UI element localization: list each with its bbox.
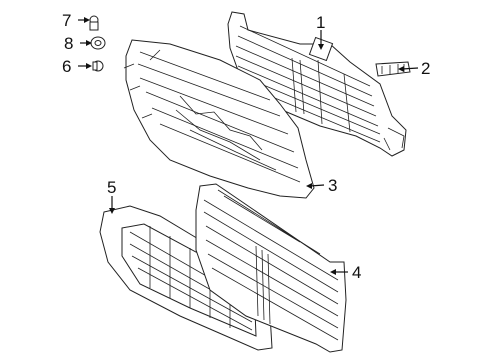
air-duct-frame: [123, 39, 315, 199]
callout-4: 4: [352, 263, 361, 282]
lower-shutter-slats: [195, 183, 347, 353]
callout-8: 8: [64, 34, 73, 53]
callout-5: 5: [107, 178, 116, 197]
lower-grille-frame: [99, 205, 273, 351]
callout-3: 3: [328, 176, 337, 195]
upper-shutter-frame: [227, 11, 407, 157]
callout-7: 7: [62, 11, 71, 30]
callout-2: 2: [421, 59, 430, 78]
leader-2: [401, 67, 419, 70]
callout-1: 1: [316, 13, 325, 32]
leader-lines: [78, 17, 419, 275]
callout-6: 6: [62, 57, 71, 76]
washer-part-8: [90, 36, 106, 50]
small-clip: [375, 61, 411, 77]
bolt-part-6: [92, 60, 104, 72]
leader-3: [309, 184, 325, 187]
screw-part-7: [89, 15, 99, 31]
